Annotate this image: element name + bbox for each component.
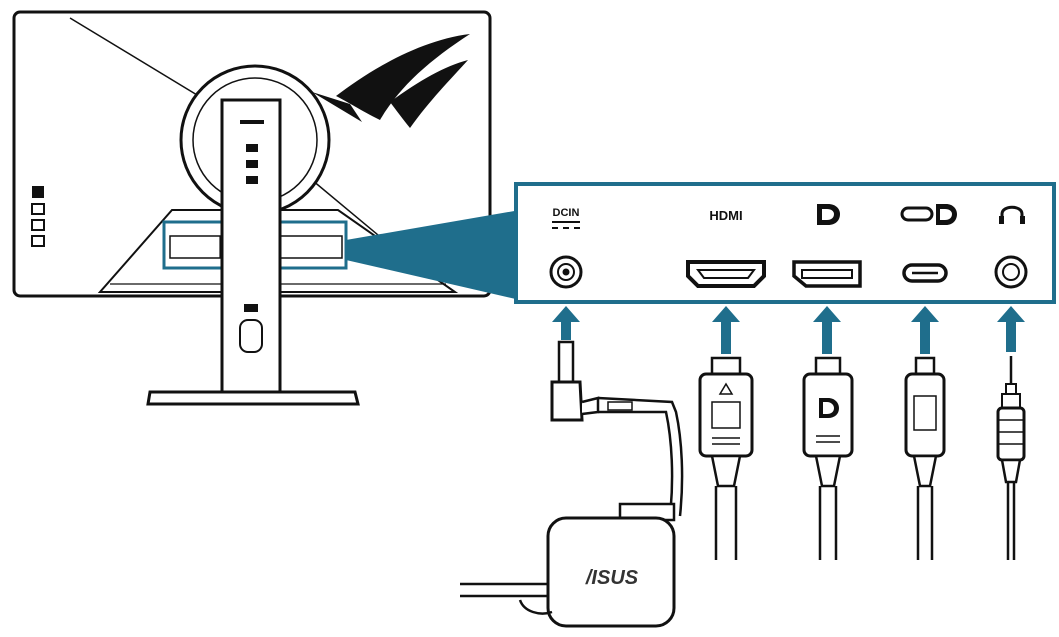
side-buttons [31,186,45,247]
port-label-dcin: DCIN [553,207,580,219]
displayport-cable [802,356,854,560]
stand-base [146,390,360,406]
headphone-icon [999,205,1025,224]
monitor-rear [12,10,492,406]
hdmi-cable [698,356,754,560]
adapter-brand-logo: /ISUS [585,567,639,589]
port-usbc [900,204,957,283]
arrow-hdmi [712,306,740,354]
dc-power-icon [552,221,580,229]
port-displayport [792,204,862,288]
arrow-displayport [813,306,841,354]
arrow-dcin [552,306,580,340]
port-audio [994,205,1028,289]
displayport-logo-icon [817,204,840,225]
port-hdmi: HDMI [686,208,766,288]
port-dcin: DCIN [549,207,583,289]
zoom-callout-wedge [346,210,520,300]
port-label-hdmi: HDMI [709,208,742,223]
dcin-port [549,255,583,289]
port-panel: DCIN HDMI [514,182,1056,304]
dc-power-cable [550,340,684,517]
hdmi-port-icon [686,260,766,288]
arrow-usbc [911,306,939,354]
audio-jack-port [994,255,1028,289]
power-adapter: /ISUS [460,502,676,628]
arrow-audio [997,306,1025,352]
usb-c-port [902,263,948,283]
usb-c-displayport-icon [900,204,957,225]
displayport-port [792,260,862,288]
rog-logo-icon [312,34,470,128]
usb-c-cable [904,356,946,560]
connection-arrows [552,306,1025,354]
audio-cable [996,356,1026,560]
